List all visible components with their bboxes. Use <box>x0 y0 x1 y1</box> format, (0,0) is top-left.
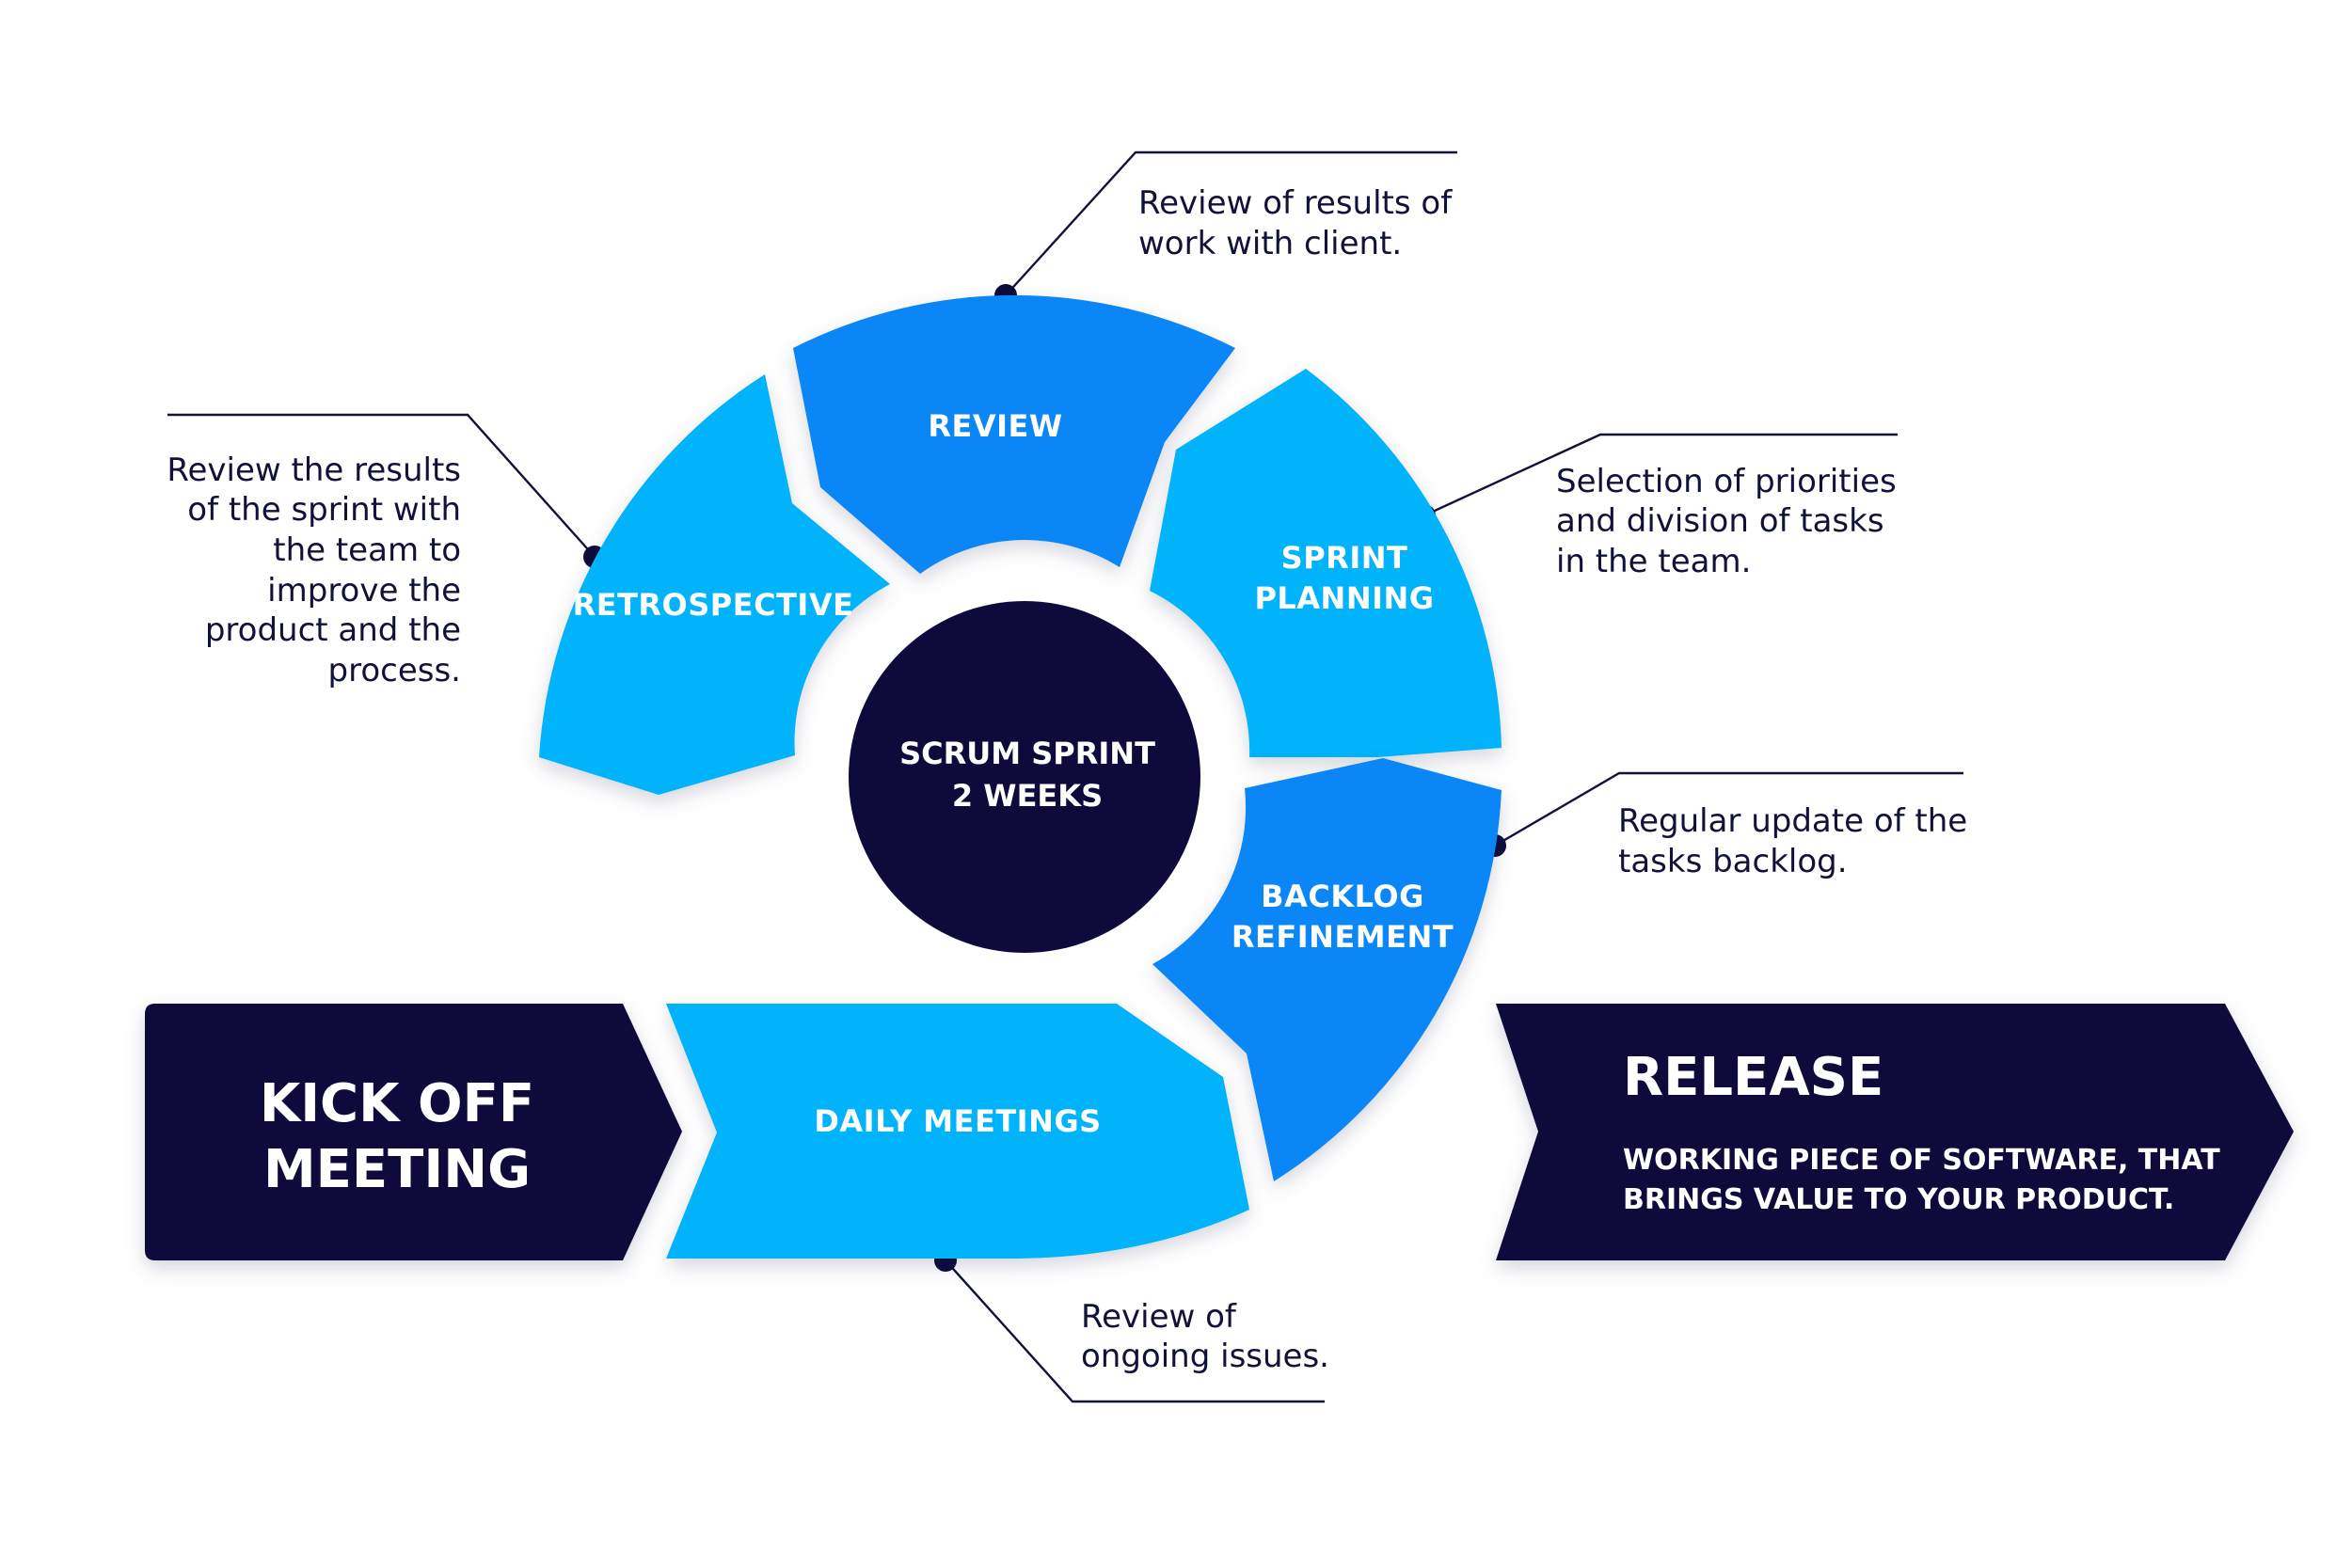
note-backlog-line: Regular update of the <box>1618 802 1967 840</box>
note-retro-line: the team to <box>273 531 461 569</box>
note-daily-line: Review of <box>1081 1298 1237 1336</box>
daily-meetings-label: DAILY MEETINGS <box>814 1103 1101 1139</box>
sprint-planning-label-line1: SPRINT <box>1281 540 1408 576</box>
note-review: Review of results of work with client. <box>1138 184 1453 262</box>
kickoff-label-line2: MEETING <box>263 1139 531 1200</box>
review-segment[interactable] <box>793 294 1235 574</box>
hub-label-line1: SCRUM SPRINT <box>899 736 1155 771</box>
note-daily: Review of ongoing issues. <box>1081 1298 1329 1375</box>
retrospective-label: RETROSPECTIVE <box>573 587 854 623</box>
note-retrospective: Review the results of the sprint with th… <box>167 451 461 689</box>
note-retro-line: improve the <box>267 572 461 610</box>
release-arrow <box>1496 1004 2294 1260</box>
note-retro-line: Review the results <box>167 451 461 489</box>
note-retro-line: product and the <box>205 611 461 649</box>
note-backlog-line: tasks backlog. <box>1618 843 1848 880</box>
note-review-line: Review of results of <box>1138 184 1453 222</box>
release-desc-line1: WORKING PIECE OF SOFTWARE, THAT <box>1623 1144 2220 1177</box>
sprint-planning-label-line2: PLANNING <box>1254 580 1434 616</box>
kickoff-label-line1: KICK OFF <box>260 1073 534 1134</box>
note-planning-line: in the team. <box>1556 543 1751 580</box>
note-sprint-planning: Selection of priorities and division of … <box>1556 463 1897 580</box>
note-daily-line: ongoing issues. <box>1081 1338 1329 1375</box>
note-retro-line: process. <box>328 652 461 689</box>
retrospective-segment[interactable] <box>539 374 890 795</box>
kickoff-arrow <box>145 1004 682 1260</box>
release-title: RELEASE <box>1623 1047 1883 1108</box>
note-planning-line: and division of tasks <box>1556 502 1884 540</box>
note-retro-line: of the sprint with <box>187 491 461 529</box>
hub-label-line2: 2 WEEKS <box>952 778 1103 814</box>
sprint-planning-segment[interactable] <box>1150 369 1502 757</box>
review-label: REVIEW <box>928 408 1062 444</box>
sprint-hub-circle <box>849 601 1200 953</box>
note-backlog: Regular update of the tasks backlog. <box>1618 802 1967 880</box>
backlog-label-line1: BACKLOG <box>1261 879 1424 914</box>
backlog-refinement-segment[interactable] <box>1152 758 1502 1181</box>
note-review-line: work with client. <box>1138 225 1402 262</box>
note-planning-line: Selection of priorities <box>1556 463 1897 500</box>
release-desc-line2: BRINGS VALUE TO YOUR PRODUCT. <box>1623 1183 2174 1216</box>
daily-meetings-segment[interactable] <box>666 1004 1249 1259</box>
backlog-label-line2: REFINEMENT <box>1232 919 1454 955</box>
